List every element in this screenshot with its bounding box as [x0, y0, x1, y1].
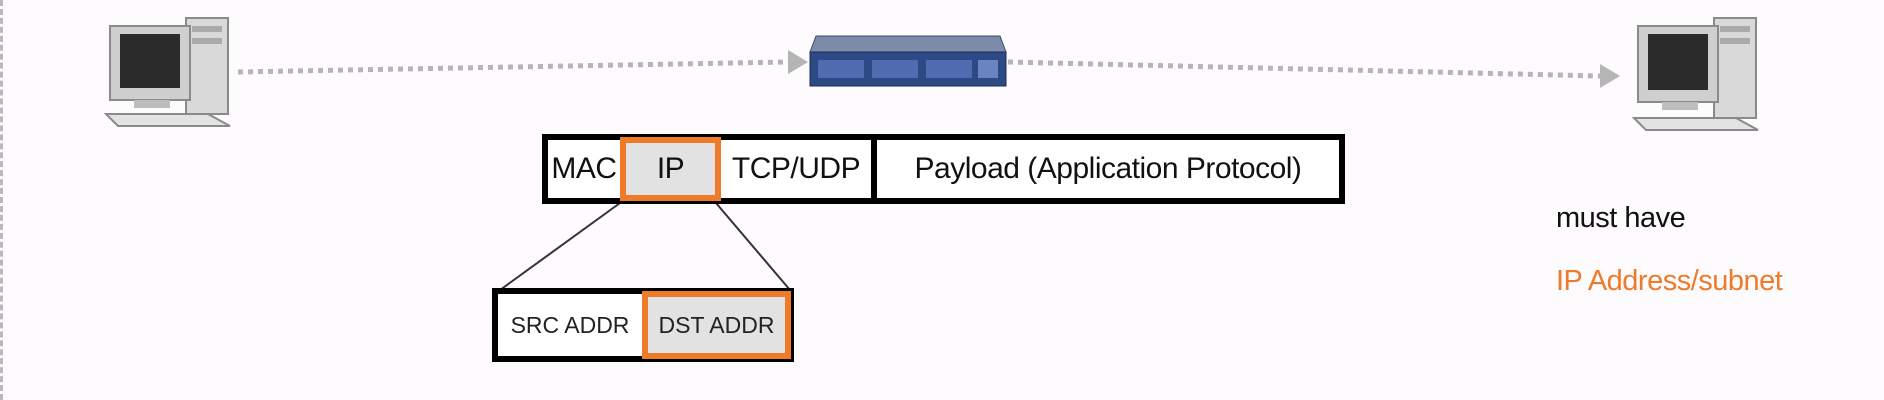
packet-structure: MAC IP TCP/UDP Payload (Application Prot… [542, 134, 1345, 204]
requirement-label: must have [1556, 202, 1686, 234]
frame-border [0, 0, 6, 400]
packet-field-mac: MAC [548, 140, 623, 198]
desktop-computer-icon [104, 17, 231, 127]
flow-arrow-left [788, 50, 808, 74]
flow-arrow-right [1600, 64, 1620, 88]
packet-field-payload: Payload (Application Protocol) [914, 152, 1302, 185]
router-icon [809, 35, 1007, 87]
desktop-computer-icon [1631, 17, 1759, 131]
connector-line-right [715, 202, 791, 291]
packet-field-tcp-udp: TCP/UDP [718, 140, 877, 198]
ip-field-dst-addr: DST ADDR [642, 291, 791, 359]
requirement-value: IP Address/subnet [1556, 265, 1783, 297]
ip-field-src-addr: SRC ADDR [498, 294, 645, 356]
flow-line-right [1007, 59, 1601, 79]
connector-line-left [499, 202, 621, 291]
flow-line-left [237, 59, 789, 75]
packet-field-ip: IP [620, 137, 721, 201]
ip-header-breakdown: SRC ADDR DST ADDR [492, 288, 794, 362]
